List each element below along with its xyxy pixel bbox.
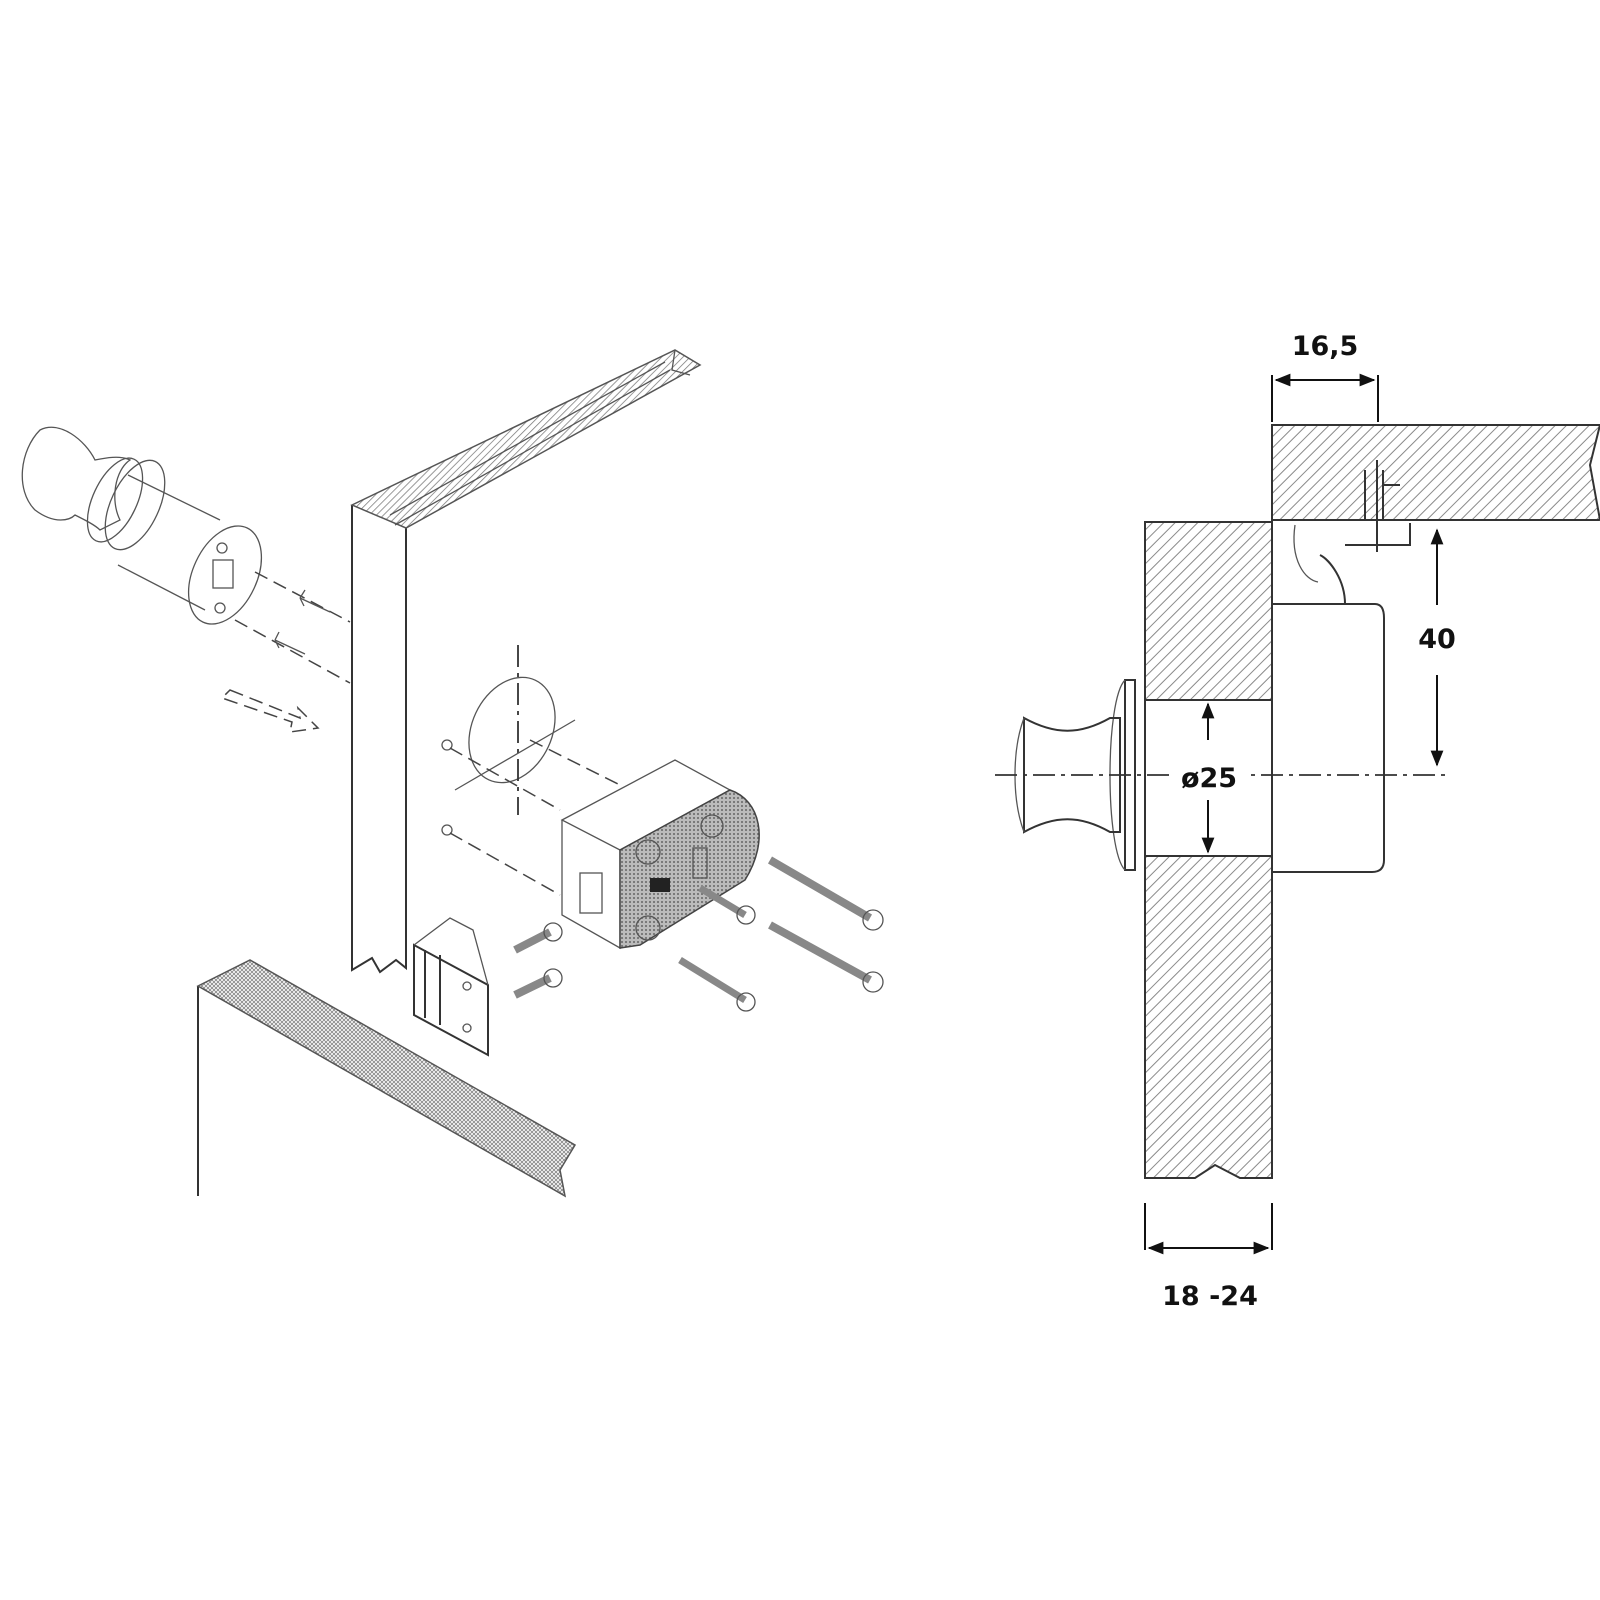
mounting-screws bbox=[513, 856, 884, 1012]
door-section-upper bbox=[1144, 521, 1273, 701]
door-panel bbox=[350, 349, 702, 974]
door-section-lower bbox=[1144, 855, 1273, 1179]
latch-window bbox=[579, 872, 603, 914]
arrow-icon bbox=[299, 589, 331, 613]
top-panel-section bbox=[1271, 424, 1600, 521]
latch-tongue bbox=[212, 559, 234, 589]
dim-label-bore-diameter: ø25 bbox=[1181, 763, 1237, 794]
arrow-icon bbox=[274, 631, 306, 655]
dimension-bore: ø25 bbox=[1172, 702, 1246, 854]
cabinet-top-panel bbox=[196, 959, 577, 1198]
lock-body-part bbox=[560, 759, 760, 950]
knob-cylinder-part bbox=[21, 426, 263, 625]
dim-label-offset: 16,5 bbox=[1292, 331, 1359, 362]
lock-body-section bbox=[1272, 603, 1385, 873]
push-direction-arrow-icon bbox=[220, 689, 320, 733]
bore-template bbox=[441, 645, 621, 896]
exploded-view bbox=[21, 349, 884, 1198]
dimension-16-5: 16,5 bbox=[1271, 331, 1379, 422]
strike-plate-part bbox=[413, 917, 489, 1057]
dim-label-height: 40 bbox=[1418, 624, 1456, 655]
cross-section-view: 16,5 40 ø25 18 -24 bbox=[995, 331, 1600, 1312]
dim-label-door-thickness: 18 -24 bbox=[1162, 1281, 1258, 1312]
dimension-40: 40 bbox=[1418, 528, 1456, 767]
dimension-door-thickness: 18 -24 bbox=[1144, 1203, 1273, 1312]
latch-mechanism bbox=[650, 878, 670, 892]
